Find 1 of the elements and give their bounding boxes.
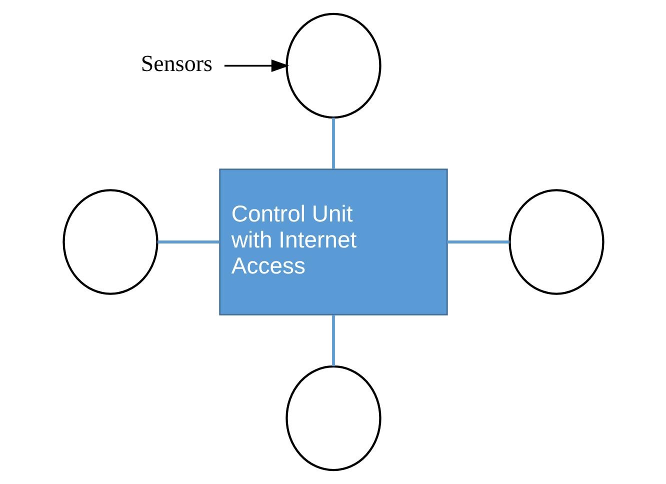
node-text: Sensors (140, 50, 212, 76)
